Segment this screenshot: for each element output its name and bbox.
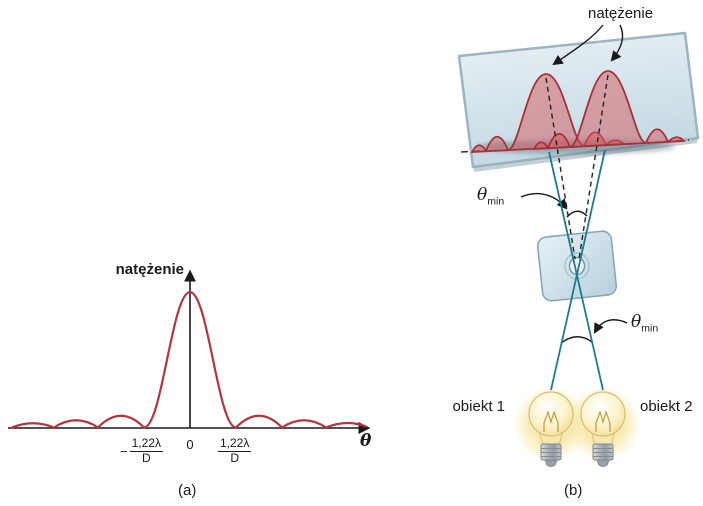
tick-right: 1,22λ D: [218, 436, 252, 466]
light-ray-2: [550, 149, 606, 391]
theta-subscript: min: [487, 195, 505, 208]
panel-b-intensity-label: natężenie: [588, 5, 654, 22]
theta-min-arrow-lower: [593, 319, 628, 334]
intensity-peak-2: [532, 70, 686, 151]
bulb-1: [528, 391, 574, 467]
panel-a-caption: (a): [178, 482, 197, 499]
object-1-label: obiekt 1: [452, 398, 505, 415]
bulb-2-filament: [595, 410, 611, 432]
fraction: 1,22λ D: [218, 436, 252, 466]
fraction-denominator: D: [141, 450, 151, 465]
theta-min-label-upper: θmin: [477, 185, 504, 207]
fraction: 1,22λ D: [129, 436, 163, 466]
bulb-2-tip: [596, 459, 610, 467]
panel-b-caption: (b): [564, 482, 583, 499]
theta-symbol: θ: [631, 312, 642, 332]
aperture-group: [536, 230, 618, 302]
panel-b: [457, 24, 700, 467]
fraction-numerator: 1,22λ: [218, 436, 252, 452]
theta-min-arrow-upper: [520, 192, 568, 210]
theta-subscript: min: [641, 322, 659, 335]
panel-a: [8, 269, 371, 434]
bulb-1-filament: [543, 410, 559, 432]
bulb-2-glass: [580, 391, 626, 437]
panel-a-x-axis-label: θ: [360, 431, 372, 451]
dashed-ray-1: [545, 77, 576, 260]
tick-zero: 0: [186, 437, 194, 452]
fraction-denominator: D: [230, 450, 240, 465]
theta-min-arc-lower: [560, 336, 593, 344]
bulb-1-base-ridges: [541, 448, 561, 457]
object-2-label: obiekt 2: [640, 398, 693, 415]
fraction-numerator: 1,22λ: [129, 436, 163, 452]
light-ray-1: [548, 151, 604, 391]
intensity-arrow-right: [610, 24, 624, 62]
theta-min-arc-upper: [566, 210, 588, 218]
bulb-1-glass: [528, 391, 574, 437]
tick-left: − 1,22λ D: [120, 436, 163, 466]
panel-a-y-axis-label: natężenie: [115, 261, 184, 278]
bulb-2-base-ridges: [593, 448, 613, 457]
minus-sign: −: [120, 443, 128, 459]
bulb-2: [580, 391, 626, 467]
diffraction-curve: [10, 290, 368, 429]
dashed-ray-2: [578, 74, 609, 260]
intensity-arrow-left: [552, 24, 604, 66]
bulb-1-tip: [544, 459, 558, 467]
theta-min-label-lower: θmin: [631, 312, 658, 334]
theta-symbol: θ: [477, 185, 488, 205]
